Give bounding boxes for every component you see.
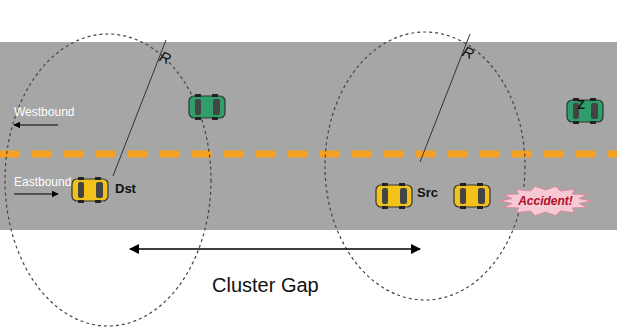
text-label: Z [577, 98, 585, 111]
road [0, 42, 617, 230]
burst-text: Accident! [518, 194, 573, 208]
range-circle [5, 34, 211, 326]
text-label: Westbound [14, 106, 75, 118]
text-label: Dst [115, 182, 136, 195]
car [376, 183, 412, 209]
text-label: Src [417, 186, 438, 199]
range-circle [325, 32, 525, 300]
car [567, 98, 603, 124]
car [189, 94, 225, 120]
text-label: Eastbound [14, 176, 71, 188]
car [454, 183, 490, 209]
car [72, 177, 108, 203]
text-label: Cluster Gap [212, 275, 319, 295]
gap-arrow [130, 248, 420, 250]
accident-burst: Accident! [499, 186, 592, 216]
direction-arrow [14, 125, 58, 126]
direction-arrow [14, 194, 58, 195]
